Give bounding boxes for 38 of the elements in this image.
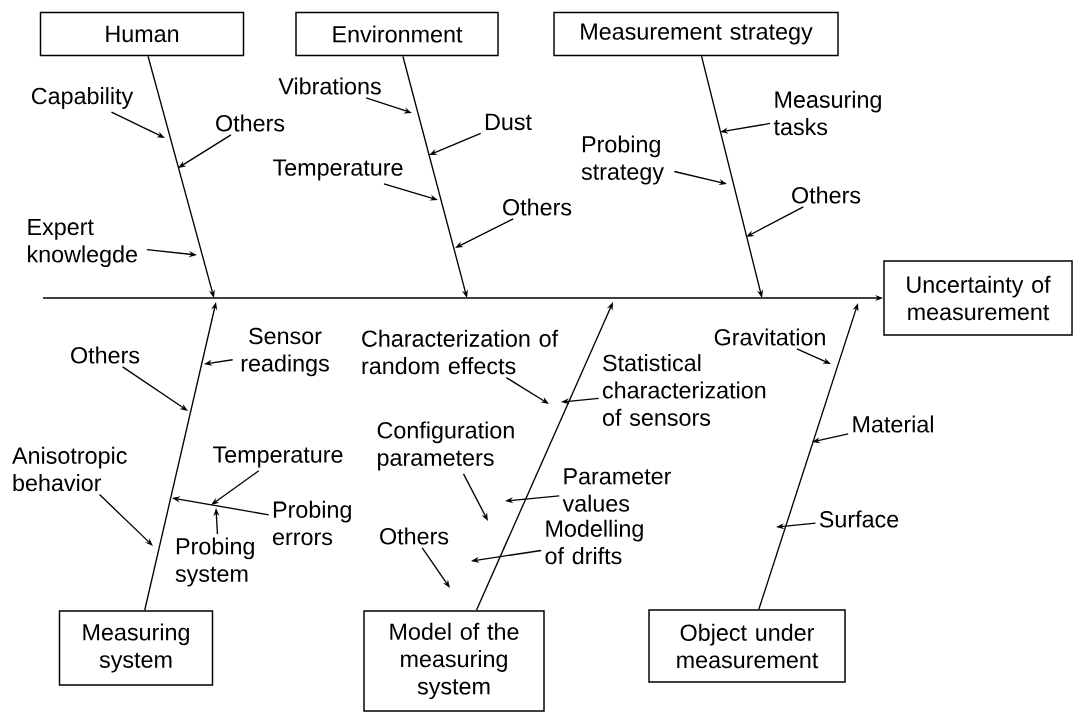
cause-label: Others <box>216 114 285 132</box>
cause-label: Others <box>71 346 140 364</box>
category-box: Measuring system <box>58 610 214 686</box>
cause-label: Modelling of drifts <box>545 519 643 565</box>
cause-label: Capability <box>31 87 134 109</box>
effect-box: Uncertainty of measurement <box>883 260 1073 336</box>
cause-label: Others <box>503 198 572 216</box>
cause-label: Surface <box>819 510 899 528</box>
cause-label: Probing system <box>175 537 254 587</box>
cause-label: Sensor readings <box>241 327 329 377</box>
cause-label: Measuring tasks <box>773 90 881 136</box>
arrow <box>178 134 232 168</box>
cause-label: Others <box>380 527 449 545</box>
cause-label: Anisotropic behavior <box>12 446 127 492</box>
category-box: Model of the measuring system <box>363 610 545 712</box>
cause-label: Material <box>853 415 933 433</box>
category-box: Human <box>39 11 245 57</box>
cause-label: Parameter values <box>562 468 672 512</box>
cause-label: Probing strategy <box>581 135 664 185</box>
cause-label: Temperature <box>273 159 403 181</box>
arrow <box>211 470 260 505</box>
arrow <box>121 366 188 411</box>
arrow <box>98 493 153 546</box>
cause-label: Temperature <box>213 446 343 468</box>
cause-label: Probing errors <box>273 500 351 546</box>
category-box: Object under measurement <box>648 609 846 683</box>
cause-label: Statistical characterization of sensors <box>603 354 766 426</box>
cause-label: Characterization of random effects <box>362 329 559 375</box>
category-box: Measurement strategy <box>553 11 839 57</box>
arrow <box>505 376 549 404</box>
cause-label: Others <box>792 186 861 204</box>
cause-label: Dust <box>485 113 532 131</box>
cause-label: Expert knowlegde <box>28 218 137 268</box>
cause-label: Configuration parameters <box>377 421 514 471</box>
cause-label: Vibrations <box>278 77 381 95</box>
cause-label: Gravitation <box>714 328 825 346</box>
arrow <box>421 547 450 588</box>
category-box: Environment <box>295 11 499 57</box>
